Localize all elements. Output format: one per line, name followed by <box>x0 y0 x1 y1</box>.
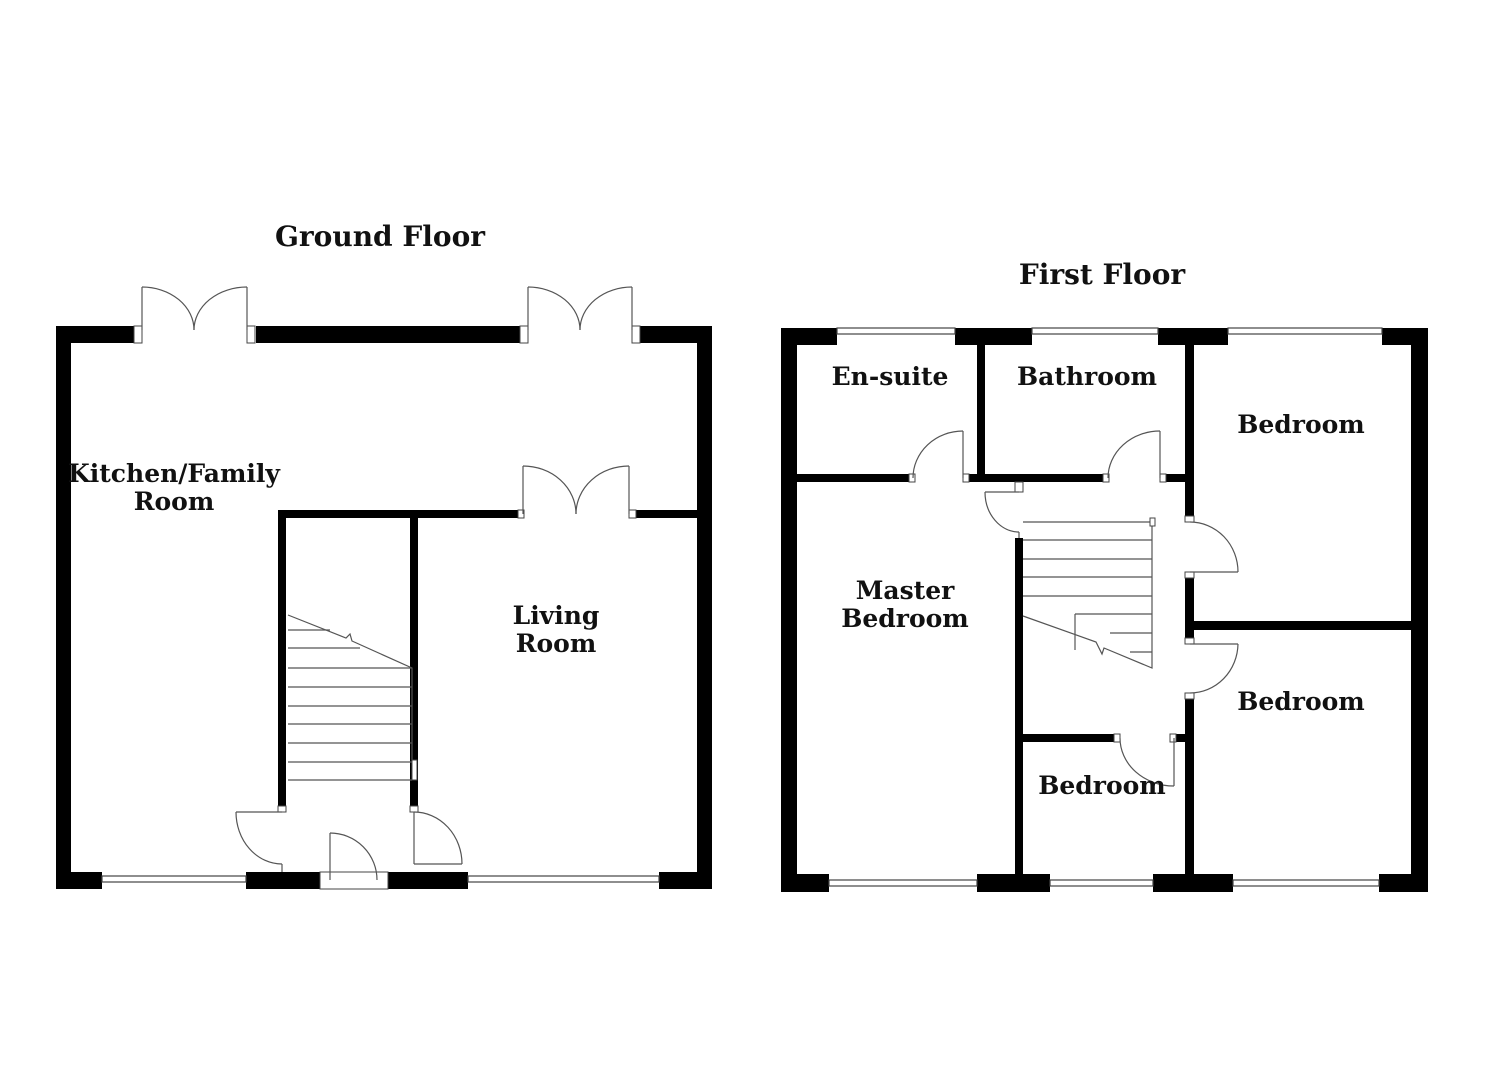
window <box>836 327 956 335</box>
bedroom-front-door <box>1184 637 1239 700</box>
window <box>101 875 247 883</box>
window <box>828 879 978 887</box>
ground-floor-doors <box>235 805 463 890</box>
first-floor-doors <box>908 430 1239 787</box>
first-floor-outer-walls <box>781 328 1428 892</box>
front-door <box>319 832 389 890</box>
room-label-kitchen-family-line2: Room <box>134 487 215 516</box>
window <box>1031 327 1159 335</box>
box-bedroom-door <box>1113 733 1177 787</box>
ground-floor-internal-walls <box>278 510 698 806</box>
window <box>1232 879 1380 887</box>
master-bedroom-door <box>984 481 1024 538</box>
window <box>1227 327 1383 335</box>
french-door-living <box>517 465 637 519</box>
ensuite-door <box>908 430 970 483</box>
ground-floor-title: Ground Floor <box>275 220 486 253</box>
french-door-family <box>519 286 641 344</box>
ground-floor-staircase <box>287 614 418 781</box>
ground-floor-windows <box>101 875 660 883</box>
room-label-bathroom: Bathroom <box>1017 362 1157 391</box>
first-floor-title: First Floor <box>1019 258 1187 291</box>
french-door-kitchen <box>133 286 256 344</box>
ground-floor-plan: Ground Floor <box>56 220 712 890</box>
room-label-box-bedroom: Bedroom <box>1038 771 1166 800</box>
room-label-living-line1: Living <box>513 601 600 630</box>
window <box>1049 879 1154 887</box>
room-label-master-bedroom-line2: Bedroom <box>841 604 969 633</box>
room-label-master-bedroom-line1: Master <box>856 576 955 605</box>
room-label-ensuite: En-suite <box>832 362 949 391</box>
room-label-kitchen-family-line1: Kitchen/Family <box>68 459 281 488</box>
room-label-bedroom-rear: Bedroom <box>1237 410 1365 439</box>
bedroom-rear-door <box>1184 515 1239 579</box>
ground-floor-french-doors <box>133 286 641 519</box>
first-floor-windows <box>828 327 1383 887</box>
bathroom-door <box>1102 430 1167 483</box>
room-label-living-line2: Room <box>516 629 597 658</box>
window <box>467 875 660 883</box>
room-label-bedroom-front: Bedroom <box>1237 687 1365 716</box>
kitchen-hall-door <box>235 805 287 872</box>
first-floor-plan: First Floor <box>781 258 1428 892</box>
first-floor-staircase <box>1022 517 1156 669</box>
living-hall-door <box>409 805 463 865</box>
ground-floor-outer-walls <box>56 326 712 889</box>
first-floor-internal-walls <box>797 343 1411 875</box>
